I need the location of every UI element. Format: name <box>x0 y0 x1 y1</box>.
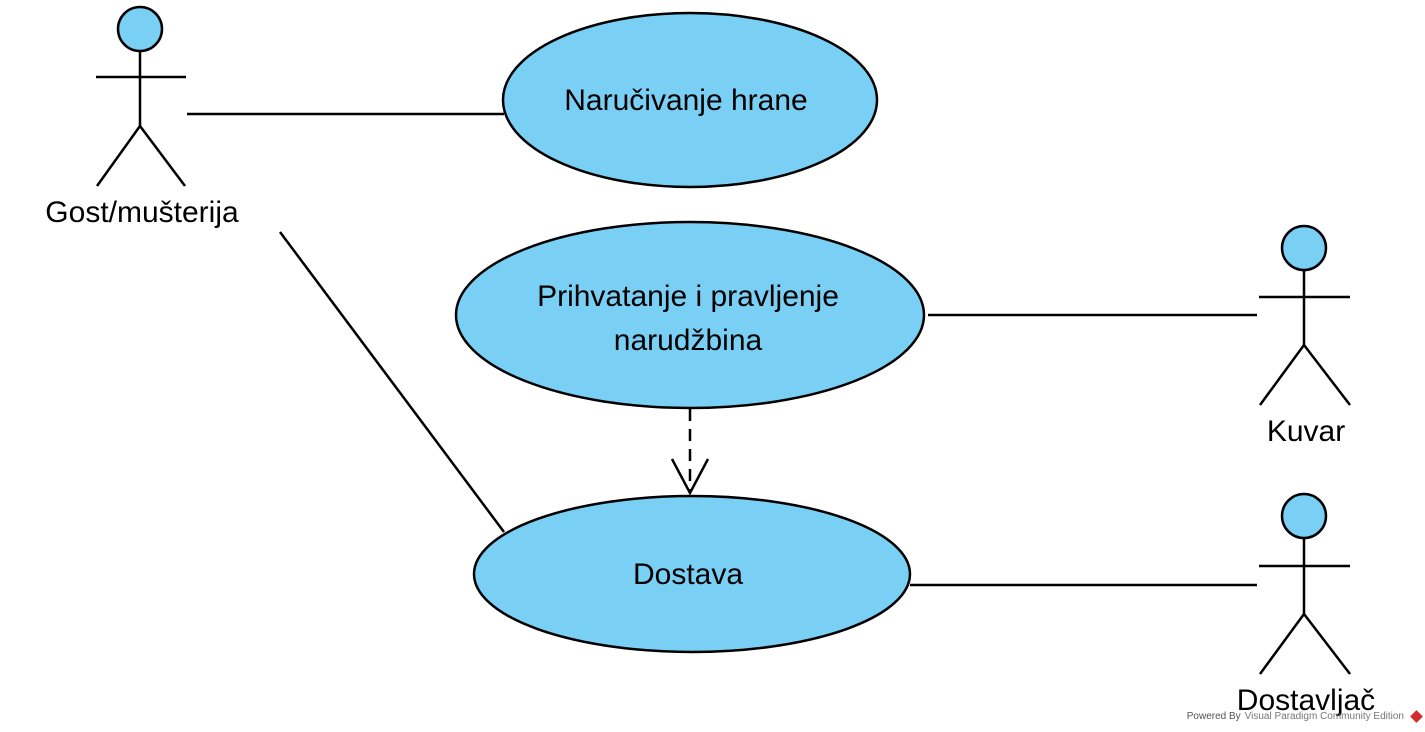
actor-label: Dostavljač <box>1237 684 1375 717</box>
watermark-product: Visual Paradigm Community Edition <box>1244 711 1404 722</box>
use-case-ellipse <box>454 220 926 410</box>
use-case-ellipse <box>501 11 879 189</box>
use-case-dostava[interactable]: Dostava <box>472 494 912 654</box>
actor-right-leg <box>1303 613 1351 675</box>
watermark-powered-by: Powered By <box>1186 711 1241 722</box>
actor-head <box>1280 224 1328 272</box>
association-gost-dostava <box>278 231 506 533</box>
actor-label: Gost/mušterija <box>45 196 239 229</box>
actor-right-leg <box>1303 344 1351 406</box>
actor-right-leg <box>139 125 186 187</box>
dependency-arrowhead <box>670 458 710 496</box>
use-case-label-line-1: Prihvatanje i pravljenje <box>537 280 839 313</box>
use-case-label-line-2: narudžbina <box>614 324 763 357</box>
actor-label: Kuvar <box>1267 415 1345 448</box>
actor-head <box>116 5 164 53</box>
use-case-prihvatanje[interactable]: Prihvatanje i pravljenje narudžbina <box>454 220 926 410</box>
actor-dostavljac[interactable]: Dostavljač <box>1237 492 1375 717</box>
actor-left-leg <box>95 125 142 187</box>
use-case-label: Dostava <box>633 558 743 591</box>
watermark: Powered By Visual Paradigm Community Edi… <box>1186 710 1423 723</box>
actor-kuvar[interactable]: Kuvar <box>1258 224 1351 448</box>
actor-left-leg <box>1258 344 1306 406</box>
visual-paradigm-logo-icon <box>1410 710 1423 723</box>
use-case-ellipse <box>472 494 912 654</box>
actor-head <box>1280 492 1328 540</box>
actor-left-leg <box>1258 613 1306 675</box>
actor-gost[interactable]: Gost/mušterija <box>45 5 239 229</box>
use-case-label: Naručivanje hrane <box>564 84 807 117</box>
use-case-narucivanje[interactable]: Naručivanje hrane <box>501 11 879 189</box>
